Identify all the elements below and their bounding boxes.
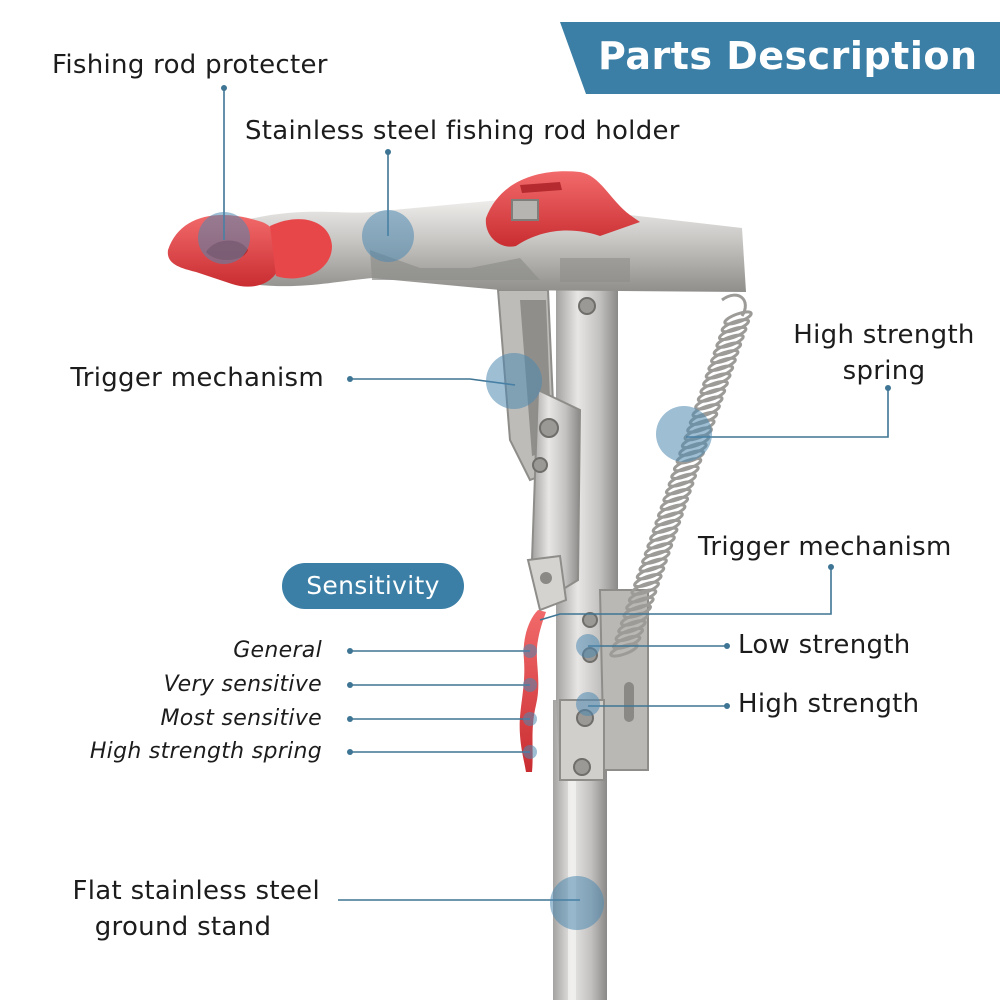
label-trigger-left: Trigger mechanism xyxy=(70,363,324,393)
label-stand-line1: Flat stainless steel xyxy=(72,876,320,906)
marker-low-strength xyxy=(576,634,600,658)
label-fishing-rod-protecter: Fishing rod protecter xyxy=(52,50,328,80)
marker-high-strength xyxy=(576,692,600,716)
marker-rod-holder xyxy=(362,210,414,262)
sensitivity-level-most: Most sensitive xyxy=(160,706,322,731)
sensitivity-badge: Sensitivity xyxy=(282,563,464,609)
marker-rod-protector xyxy=(198,212,250,264)
label-spring-line2: spring xyxy=(842,356,926,386)
sensitivity-level-general: General xyxy=(233,638,322,663)
marker-trigger-left xyxy=(486,353,542,409)
marker-level-very xyxy=(523,678,537,692)
sensitivity-level-spring: High strength spring xyxy=(89,739,322,764)
marker-level-general xyxy=(523,644,537,658)
label-low-strength: Low strength xyxy=(738,630,911,660)
label-spring-line1: High strength xyxy=(793,320,975,350)
marker-ground-stand xyxy=(550,876,604,930)
label-high-strength: High strength xyxy=(738,689,920,719)
marker-level-most xyxy=(523,712,537,726)
spring-hook xyxy=(721,293,747,317)
page-title: Parts Description xyxy=(598,34,978,78)
leader-dots xyxy=(221,85,891,755)
part-markers xyxy=(198,210,712,930)
banner-shape xyxy=(560,22,1000,94)
marker-level-spring xyxy=(523,745,537,759)
label-trigger-right: Trigger mechanism xyxy=(698,532,952,562)
sensitivity-level-very: Very sensitive xyxy=(163,672,322,697)
marker-spring xyxy=(656,406,712,462)
label-stand-line2: ground stand xyxy=(94,912,272,942)
label-rod-holder: Stainless steel fishing rod holder xyxy=(245,116,680,146)
